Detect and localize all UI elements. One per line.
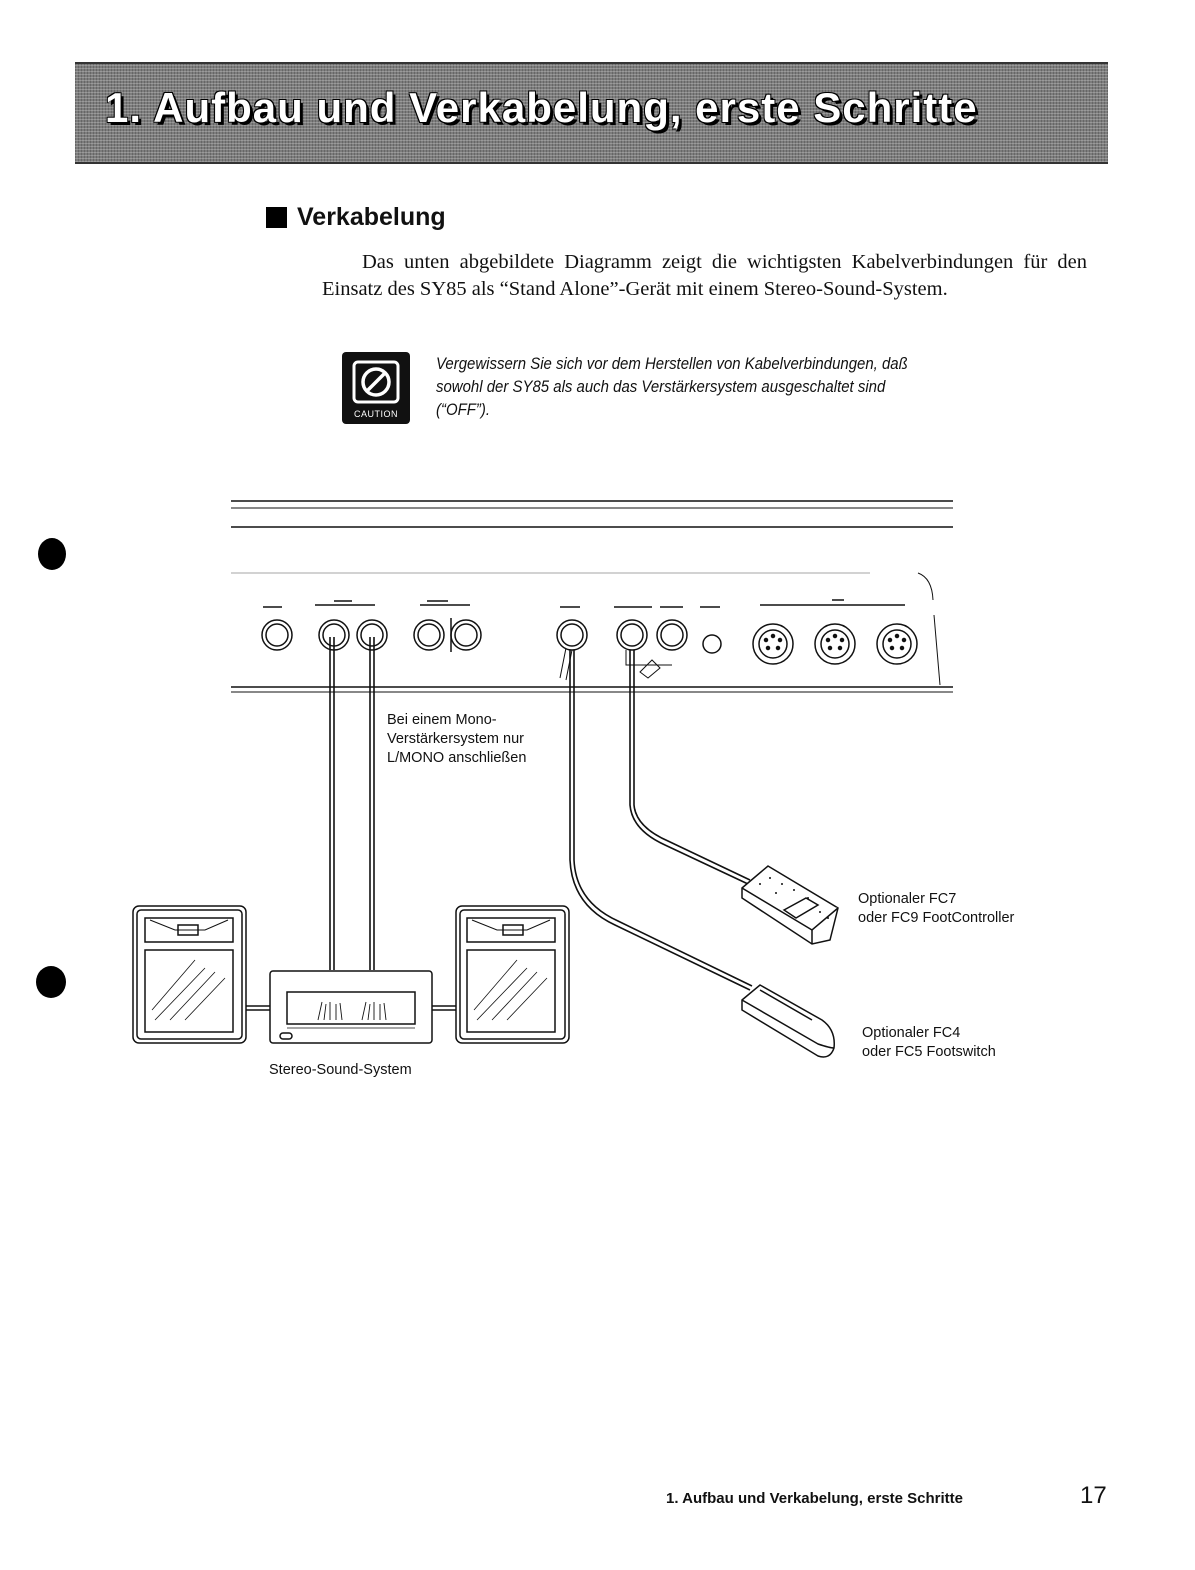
midi-out-port [814,623,856,665]
square-bullet-icon [266,207,287,228]
fc7-label-line2: oder FC9 FootController [858,910,1015,926]
caution-text: Vergewissern Sie sich vor dem Herstellen… [436,354,908,419]
fc4-label-line1: Optionaler FC4 [862,1025,961,1041]
output1-lmono-jack [450,619,482,651]
amplifier [246,970,456,1044]
midi-in-port [876,623,918,665]
right-speaker [455,905,570,1044]
mono-note-line3: L/MONO anschließen [387,750,527,766]
punch-hole-bottom [36,966,66,998]
foot-volume-jack [656,619,688,651]
caution-icon: CAUTION [342,352,410,424]
midi-thru-port [752,623,794,665]
prohibited-icon [352,360,400,404]
stereo-system-label: Stereo-Sound-System [269,1062,412,1078]
section-heading: Verkabelung [266,203,446,232]
sustain-jack [556,619,588,651]
fc4-label-line2: oder FC5 Footswitch [862,1044,996,1060]
keyboard-top [231,500,953,693]
plug-hints [559,647,672,681]
output2-l-jack [356,619,388,651]
footer-title: 1. Aufbau und Verkabelung, erste Schritt… [666,1490,964,1507]
fc4-footswitch [741,984,835,1058]
mono-note-line1: Bei einem Mono- [387,712,497,728]
panel-micro-labels [263,599,905,608]
foot-controller-jack [616,619,648,651]
page-title: 1. Aufbau und Verkabelung, erste Schritt… [105,84,978,131]
punch-hole-top [38,538,66,570]
fc7-label-line1: Optionaler FC7 [858,891,957,907]
fc7-pedal [741,865,839,945]
title-banner [75,62,1108,164]
left-speaker [132,905,247,1044]
mono-note-line2: Verstärkersystem nur [387,731,524,747]
section-heading-text: Verkabelung [297,203,446,231]
intro-paragraph: Das unten abgebildete Diagramm zeigt die… [322,251,1087,300]
jacks [261,618,918,665]
page-number: 17 [1080,1482,1107,1509]
output1-r-jack [413,619,445,651]
cables [329,637,753,991]
caution-label: CAUTION [354,409,398,419]
phones-jack [261,619,293,651]
click-volume-knob [702,634,722,654]
